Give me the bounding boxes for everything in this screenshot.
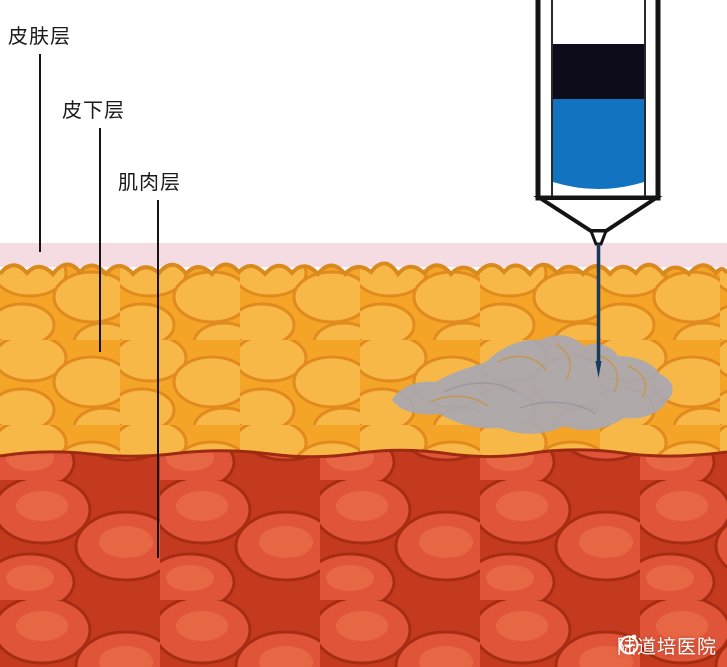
label-subcutaneous-layer: 皮下层	[62, 98, 125, 122]
liquid	[553, 99, 644, 189]
hospital-logo-icon	[619, 634, 639, 655]
watermark-text: 陆道培医院	[616, 636, 717, 658]
blob-shape	[392, 335, 673, 434]
watermark: 陆道培医院	[617, 632, 717, 659]
blob-crease-line	[443, 382, 597, 415]
leader-line-subcutaneous	[99, 128, 101, 352]
leader-line-muscle	[157, 200, 159, 558]
label-muscle-layer: 肌肉层	[118, 170, 181, 194]
needle-tip	[595, 361, 602, 378]
muscle-cells	[0, 449, 727, 667]
needle-hub	[588, 229, 609, 246]
label-skin-layer: 皮肤层	[8, 24, 71, 48]
skin-layer	[0, 243, 727, 267]
leader-line-skin	[39, 54, 41, 252]
muscle-layer	[0, 449, 727, 667]
muscle-top-edge	[0, 448, 727, 459]
blob-cell-line	[429, 343, 647, 407]
plunger-seal	[553, 44, 644, 99]
drug-depot-blob	[392, 335, 673, 434]
fat-top-edge	[0, 261, 727, 278]
syringe	[533, 0, 663, 378]
